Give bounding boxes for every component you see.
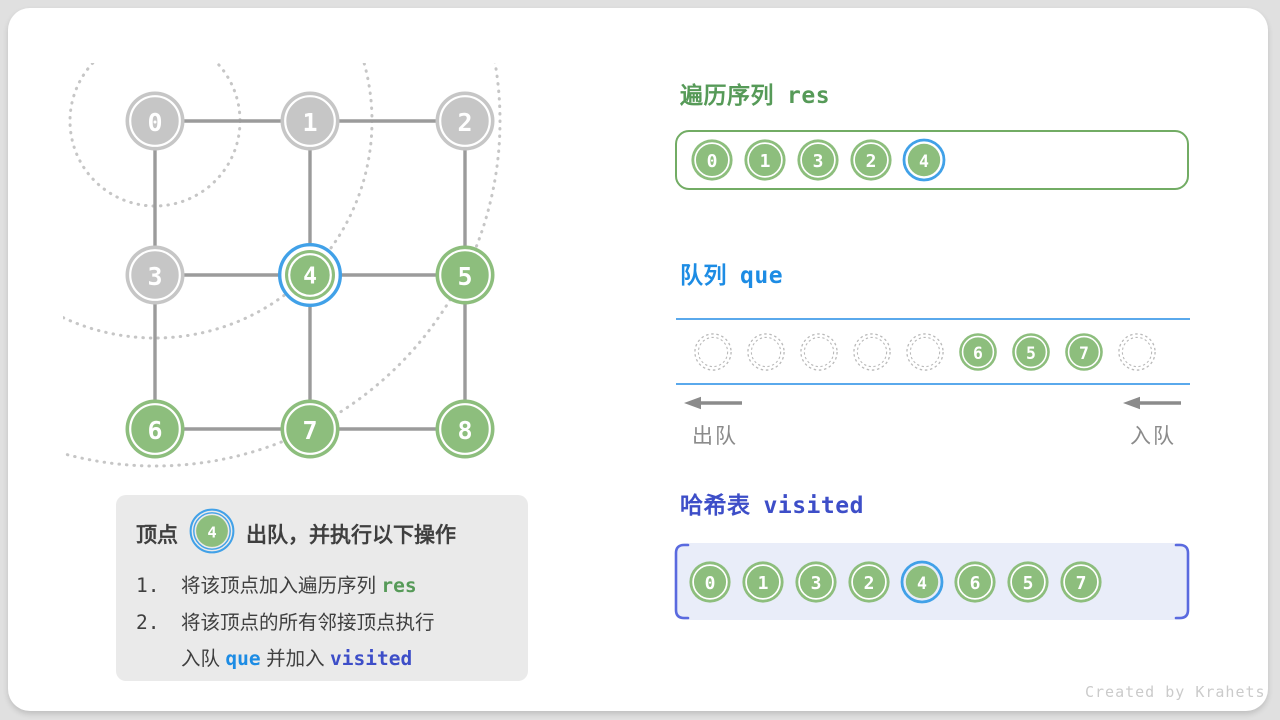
info-step: 2. 将该顶点的所有邻接顶点执行: [136, 605, 528, 642]
right-bracket-icon: [1174, 543, 1190, 620]
dequeue-arrow-icon: [684, 396, 742, 410]
visited-item-2: 2: [848, 560, 890, 603]
visited-item-3: 3: [795, 560, 837, 603]
svg-text:2: 2: [866, 151, 877, 172]
svg-text:2: 2: [864, 573, 875, 594]
graph-node-4: 4: [278, 242, 343, 307]
queue-slot-empty: [800, 332, 838, 371]
svg-text:7: 7: [1079, 344, 1089, 363]
res-title: 遍历序列 res: [680, 80, 830, 110]
svg-text:1: 1: [758, 573, 769, 594]
svg-text:7: 7: [302, 416, 317, 445]
res-item-1: 1: [744, 139, 786, 181]
queue-slot-empty: [906, 332, 944, 371]
queue-title: 队列 que: [680, 260, 783, 290]
info-headline: 顶点 4 出队，并执行以下操作: [136, 508, 528, 560]
queue-slot-empty: [1118, 332, 1156, 371]
current-node-badge: 4: [189, 508, 235, 560]
svg-text:5: 5: [1023, 573, 1034, 594]
res-item-0: 0: [691, 139, 733, 181]
queue-track: 6 5 7: [676, 318, 1190, 385]
info-text: 入队: [181, 648, 226, 670]
graph-node-0: 0: [125, 91, 185, 151]
res-item-3: 3: [797, 139, 839, 181]
svg-text:8: 8: [457, 416, 472, 445]
queue-item-7: 7: [1065, 332, 1103, 371]
visited-item-0: 0: [689, 560, 731, 603]
step-number: 1.: [136, 574, 160, 597]
graph-node-5: 5: [435, 245, 495, 305]
queue-item-5: 5: [1012, 332, 1050, 371]
visited-item-7: 7: [1060, 560, 1102, 603]
res-item-2: 2: [850, 139, 892, 181]
visited-item-1: 1: [742, 560, 784, 603]
svg-text:6: 6: [973, 344, 983, 363]
svg-text:1: 1: [302, 108, 317, 137]
enqueue-label: 入队: [1130, 425, 1176, 448]
info-headline-prefix: 顶点: [136, 524, 178, 547]
visited-title-code: visited: [763, 493, 864, 519]
svg-text:4: 4: [303, 264, 317, 290]
svg-text:0: 0: [147, 108, 162, 137]
svg-text:3: 3: [811, 573, 822, 594]
queue-arrows: [684, 396, 1181, 410]
svg-text:6: 6: [970, 573, 981, 594]
queue-title-zh: 队列: [680, 262, 727, 288]
svg-text:6: 6: [147, 416, 162, 445]
step-number: 2.: [136, 610, 160, 634]
visited-set: 0 1 3 2 4 6 5 7: [674, 543, 1190, 620]
svg-text:5: 5: [457, 262, 472, 291]
visited-item-4: 4: [900, 560, 944, 603]
visited-item-5: 5: [1007, 560, 1049, 603]
svg-text:4: 4: [919, 152, 929, 171]
res-title-zh: 遍历序列: [680, 82, 774, 108]
info-step: 1. 将该顶点加入遍历序列 res: [136, 568, 528, 605]
queue-title-code: que: [740, 263, 784, 289]
res-sequence: 0 1 3 2 4: [675, 130, 1189, 190]
info-text: 将该顶点的所有邻接顶点执行: [181, 611, 435, 634]
visited-title: 哈希表 visited: [680, 490, 864, 520]
graph-node-2: 2: [435, 91, 495, 151]
info-box: 顶点 4 出队，并执行以下操作 1. 将该顶点加入遍历序列 res 2. 将该顶点的所…: [116, 495, 528, 681]
figure-card: 0 1 2 3 4 5 6 7 8 顶点 4 出队，并执行以下操作 1. 将该顶点加入遍历序列 r…: [0, 0, 1268, 711]
inline-code: visited: [330, 647, 413, 670]
svg-text:3: 3: [813, 151, 824, 172]
svg-text:7: 7: [1076, 573, 1087, 594]
graph-node-6: 6: [125, 399, 185, 459]
dequeue-label: 出队: [692, 425, 738, 448]
graph: 0 1 2 3 4 5 6 7 8: [0, 0, 533, 478]
visited-item-6: 6: [954, 560, 996, 603]
current-node-badge-icon: 4: [189, 508, 235, 554]
inline-code: res: [381, 574, 417, 597]
svg-text:3: 3: [147, 262, 162, 291]
svg-text:0: 0: [707, 151, 718, 172]
graph-node-8: 8: [435, 399, 495, 459]
inline-code: que: [225, 647, 261, 670]
info-step: 入队 que 并加入 visited: [136, 641, 528, 678]
info-text: 将该顶点加入遍历序列: [181, 575, 382, 597]
info-headline-suffix: 出队，并执行以下操作: [246, 524, 456, 547]
graph-node-3: 3: [125, 245, 185, 305]
queue-item-6: 6: [959, 332, 997, 371]
queue-slot-empty: [853, 332, 891, 371]
graph-node-1: 1: [280, 91, 340, 151]
svg-text:4: 4: [917, 574, 927, 593]
res-title-code: res: [787, 83, 831, 109]
svg-text:0: 0: [705, 573, 716, 594]
queue-slot-empty: [747, 332, 785, 371]
queue-slot-empty: [694, 332, 732, 371]
svg-text:5: 5: [1026, 344, 1036, 363]
res-item-4: 4: [902, 138, 946, 182]
bfs-level-arc: [0, 0, 502, 468]
svg-text:2: 2: [457, 108, 472, 137]
visited-title-zh: 哈希表: [680, 492, 751, 518]
info-text: 并加入: [260, 648, 330, 670]
svg-text:4: 4: [207, 524, 216, 542]
svg-text:1: 1: [760, 151, 771, 172]
watermark: Created by Krahets: [1085, 683, 1266, 701]
left-bracket-icon: [674, 543, 690, 620]
graph-node-7: 7: [280, 399, 340, 459]
enqueue-arrow-icon: [1123, 396, 1181, 410]
